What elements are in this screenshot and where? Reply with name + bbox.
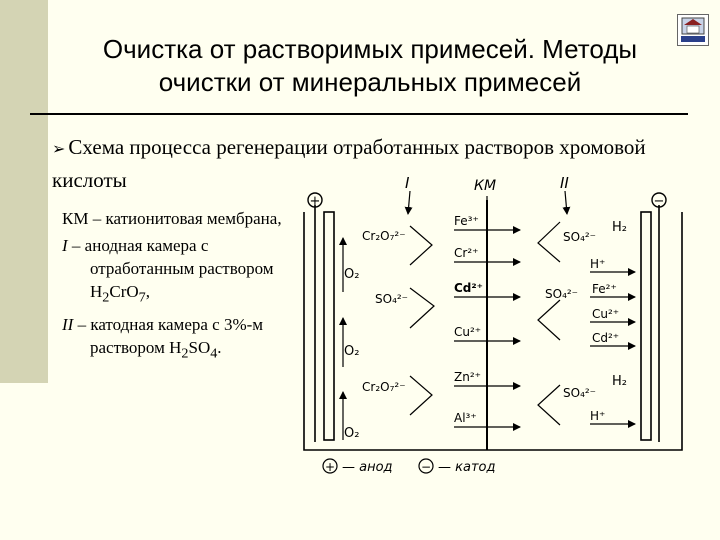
anion-right-2: SO₄²⁻ (545, 287, 578, 301)
svg-text:−: − (654, 194, 665, 209)
slide-title: Очистка от растворимых примесей. Методы … (60, 33, 680, 99)
cation-4: Cu²⁺ (454, 325, 481, 339)
cathode-terminal (651, 192, 667, 208)
cathode-hplus-1: H⁺ (590, 257, 605, 271)
cation-5: Zn²⁺ (454, 370, 481, 384)
anode-terminal (307, 192, 323, 208)
bottom-katod-label: — катод (438, 460, 495, 475)
svg-text:+: + (325, 460, 335, 474)
legend-anode: I – анодная камера с отработанным раство… (62, 236, 274, 306)
title-line-2: очистки от минеральных примесей (158, 67, 582, 97)
left-accent-band (0, 0, 48, 383)
bottom-anod-label: — анод (342, 460, 393, 475)
university-logo (677, 14, 709, 46)
cation-3: Cd²⁺ (454, 281, 483, 295)
anion-left-1: Cr₂O₇²⁻ (362, 229, 406, 243)
cation-6: Al³⁺ (454, 411, 477, 425)
cathode-cd: Cd²⁺ (592, 331, 619, 345)
legend-cathode: II – катодная камера с 3%-м раствором H2… (62, 315, 264, 362)
legend-block: КМ – катионитовая мембрана, I – анодная … (62, 207, 302, 366)
svg-text:+: + (310, 194, 321, 209)
anion-right-3: SO₄²⁻ (563, 386, 596, 400)
cation-1: Fe³⁺ (454, 214, 479, 228)
anion-right-1: SO₄²⁻ (563, 230, 596, 244)
title-divider (30, 113, 688, 115)
bullet-point: ➢Схема процесса регенерации отработанных… (52, 132, 692, 195)
cathode-h2-2: H₂ (612, 374, 627, 389)
anion-left-2: SO₄²⁻ (375, 292, 408, 306)
label-cathode-chamber: II (560, 174, 569, 192)
label-anode-chamber: I (405, 174, 410, 192)
bottom-minus-symbol (418, 458, 434, 474)
bullet-text: Схема процесса регенерации отработанных … (52, 135, 646, 192)
bath-outline (303, 212, 683, 451)
anode-gas-3: O₂ (344, 426, 359, 441)
svg-text:−: − (421, 460, 431, 474)
anode-gas-2: O₂ (344, 344, 359, 359)
cathode-cu: Cu²⁺ (592, 307, 619, 321)
cathode-h2-1: H₂ (612, 220, 627, 235)
cathode-hplus-2: H⁺ (590, 409, 605, 423)
legend-km: КМ – катионитовая мембрана, (62, 209, 282, 228)
bullet-arrow-icon: ➢ (52, 141, 66, 158)
cation-2: Cr²⁺ (454, 246, 478, 260)
anode-gas-1: O₂ (344, 267, 359, 282)
anion-left-3: Cr₂O₇²⁻ (362, 380, 406, 394)
cathode-fe: Fe²⁺ (592, 282, 617, 296)
title-line-1: Очистка от растворимых примесей. Методы (102, 34, 638, 64)
cathode-electrode (640, 211, 652, 441)
anode-electrode (323, 211, 335, 441)
label-membrane: КМ (474, 178, 496, 194)
bottom-plus-symbol (322, 458, 338, 474)
